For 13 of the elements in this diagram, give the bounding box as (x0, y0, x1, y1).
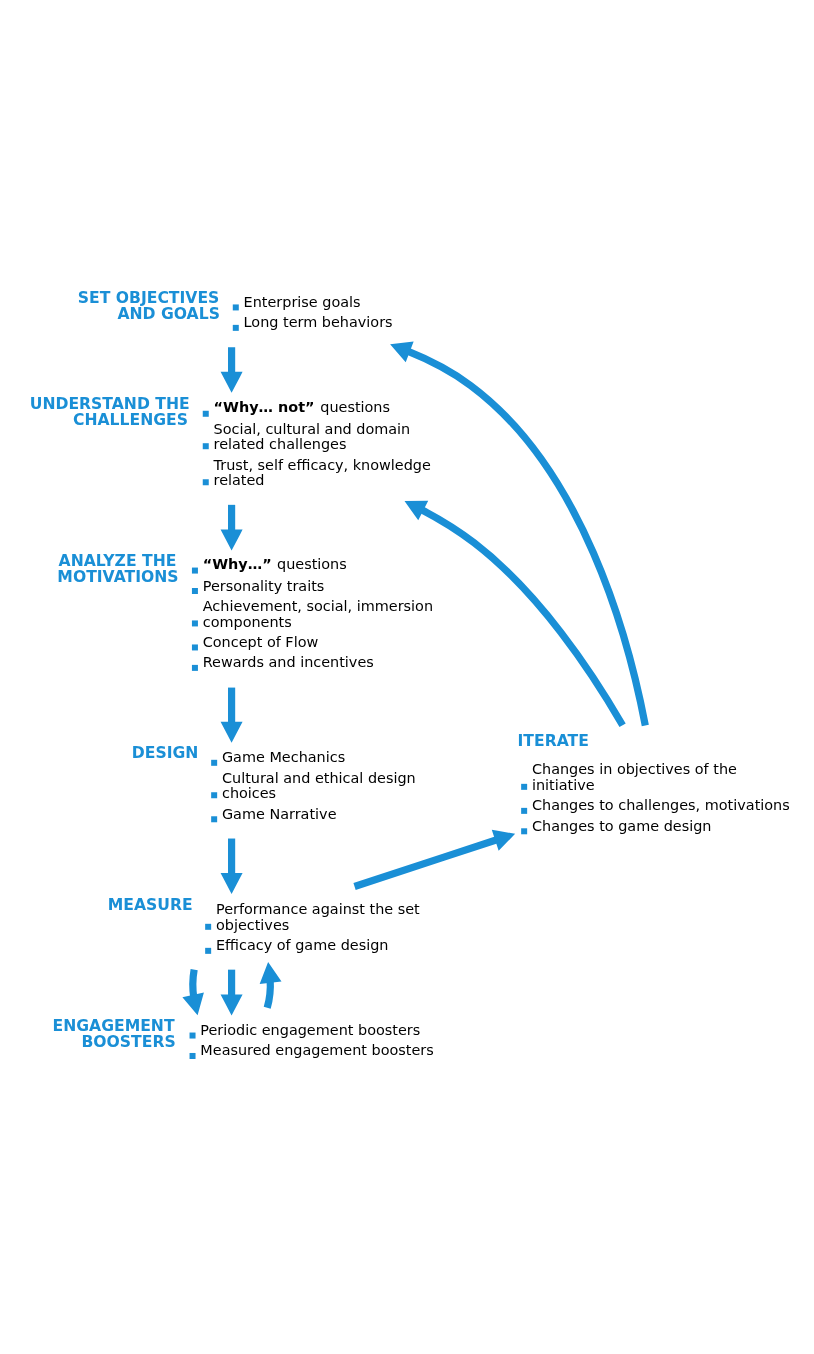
node-text: DESIGN Game Mechanics Cultural and ethical design choices Game Narrative (131, 743, 416, 822)
arrow (404, 500, 626, 727)
node-text: SET OBJECTIVES AND GOALS Enterprise goals Long term behaviors (77, 288, 393, 330)
arrow (353, 829, 516, 890)
arrow (390, 341, 649, 726)
node-text: ANALYZE THE MOTIVATIONS “Why…” questions Personality traits Achievement, social, immersion components Concept of Flow Rewards and incentives (57, 551, 434, 670)
node-text: ITERATE Changes in objectives of the initiative Changes to challenges, motivations Changes to game design (517, 731, 790, 834)
arrow (259, 961, 282, 1009)
arrow (182, 968, 204, 1015)
node-text: UNDERSTAND THE CHALLENGES “Why… not” questions Social, cultural and domain related challenges Trust, self efficacy, knowledge related (29, 394, 431, 488)
arrow (220, 346, 243, 393)
node-text: MEASURE Performance against the set objectives Efficacy of game design (107, 895, 420, 953)
node-text: ENGAGEMENT BOOSTERS Periodic engagement boosters Measured engagement boosters (52, 1016, 434, 1058)
